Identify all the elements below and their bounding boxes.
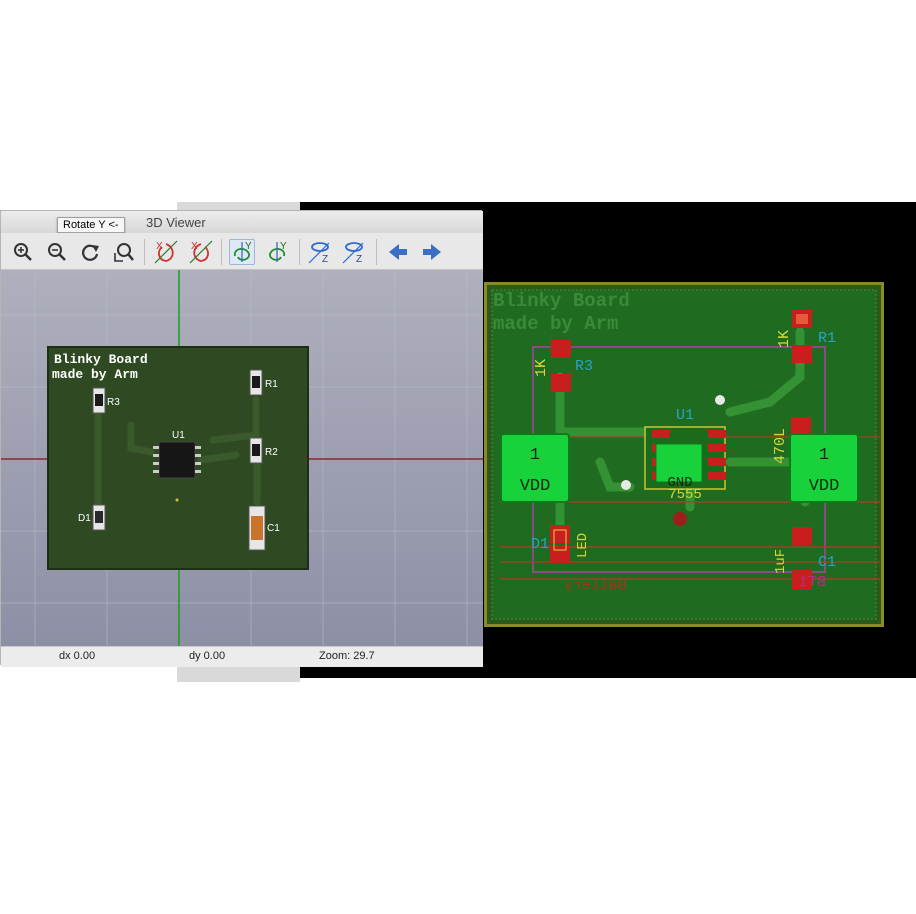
3d-canvas[interactable]: Blinky Board made by Arm U1 R1 R2 R3 D1 … (1, 270, 483, 646)
toolbar-separator (376, 239, 377, 265)
pcb-layout-drawing: Blinky Board made by Arm 1 VDD 1 VDD R1 … (484, 282, 884, 627)
r1-value-label: 1K (776, 330, 793, 348)
zoom-fit-button[interactable] (111, 239, 137, 265)
rotate-x-cw-icon: X (154, 240, 178, 264)
redraw-icon (82, 244, 99, 261)
rotate-y-ccw-icon: Y (269, 241, 287, 262)
svg-text:Z: Z (322, 254, 328, 265)
status-dx: dx 0.00 (59, 650, 96, 662)
svg-text:Y: Y (245, 241, 252, 252)
u1-value-label: 7555 (668, 487, 702, 503)
arrow-left-icon (389, 244, 407, 260)
r3-footprint[interactable] (551, 340, 571, 392)
pad-vdd-left-number: 1 (530, 446, 540, 465)
status-zoom: Zoom: 29.7 (319, 650, 375, 662)
pad-vdd-right[interactable] (789, 433, 859, 503)
window-titlebar[interactable]: 3D Viewer Rotate Y <- (1, 211, 483, 233)
rotate-y-cw-icon: Y (234, 241, 252, 262)
3d-u1-label: U1 (172, 430, 185, 441)
3d-chip-u1 (153, 441, 201, 479)
rotate-y-ccw-button[interactable]: Y (264, 239, 290, 265)
window-title: 3D Viewer (146, 215, 206, 230)
3d-c1-label: C1 (267, 523, 280, 534)
rotate-x-cw-button[interactable]: X (153, 239, 179, 265)
via (621, 480, 631, 490)
zoom-in-icon (14, 243, 32, 261)
rotate-x-ccw-button[interactable]: X (188, 239, 214, 265)
move-right-button[interactable] (419, 239, 445, 265)
pad-vdd-right-net: VDD (809, 477, 840, 496)
pcb-board-title-line2: made by Arm (493, 313, 618, 335)
svg-text:X: X (191, 241, 198, 252)
toolbar-separator (221, 239, 222, 265)
c1-value-label: 1uF (773, 549, 789, 574)
d1-value-label: LED (575, 533, 591, 558)
zoom-fit-icon (114, 243, 134, 262)
3d-d1-label: D1 (78, 513, 91, 524)
via (715, 395, 725, 405)
3d-r3-label: R3 (107, 397, 120, 408)
rotate-z-cw-icon: Z (308, 242, 330, 265)
rotate-z-ccw-button[interactable]: Z (341, 239, 367, 265)
redraw-button[interactable] (78, 239, 104, 265)
u1-footprint[interactable] (644, 426, 726, 526)
3d-viewer-window[interactable]: 3D Viewer Rotate Y <- X X Y Y Z (0, 210, 483, 667)
status-bar: dx 0.00 dy 0.00 Zoom: 29.7 (1, 646, 483, 667)
r2-value-label: 470L (772, 428, 789, 464)
r1-ref-label: R1 (818, 330, 836, 347)
3d-r2-label: R2 (265, 447, 278, 458)
toolbar-separator (144, 239, 145, 265)
toolbar-separator (299, 239, 300, 265)
d1-footprint[interactable] (550, 525, 570, 563)
battery-value-label: Battery (563, 577, 626, 594)
u1-gnd-net-label: GND (667, 475, 692, 491)
rotate-y-cw-button[interactable]: Y (229, 239, 255, 265)
c1-ref-label: C1 (818, 554, 836, 571)
u1-ref-label: U1 (676, 407, 694, 424)
zoom-out-icon (48, 243, 66, 261)
d1-ref-label: D1 (531, 536, 549, 553)
bt1-ref-label: BT1 (799, 574, 826, 591)
arrow-right-icon (423, 244, 441, 260)
c1-bt1-footprint[interactable] (792, 527, 812, 590)
rotate-z-cw-button[interactable]: Z (307, 239, 333, 265)
zoom-out-button[interactable] (44, 239, 70, 265)
svg-text:X: X (156, 241, 163, 252)
zoom-in-button[interactable] (10, 239, 36, 265)
r3-ref-label: R3 (575, 358, 593, 375)
r3-value-label: 1K (533, 359, 550, 377)
rotate-z-ccw-icon: Z (342, 242, 364, 265)
3d-board-title-line2: made by Arm (52, 367, 138, 382)
pcb-editor-canvas[interactable]: Blinky Board made by Arm 1 VDD 1 VDD R1 … (300, 202, 916, 678)
svg-text:Y: Y (280, 241, 287, 252)
3d-r1-label: R1 (265, 379, 278, 390)
pad-vdd-left[interactable] (500, 433, 570, 503)
3d-scene: Blinky Board made by Arm U1 R1 R2 R3 D1 … (1, 270, 483, 646)
r2-footprint[interactable] (791, 417, 811, 433)
rotate-x-ccw-icon: X (189, 240, 213, 264)
pad-vdd-left-net: VDD (520, 477, 551, 496)
3d-board-title-line1: Blinky Board (54, 352, 148, 367)
toolbar: X X Y Y Z Z (1, 233, 483, 270)
pcb-board-title-line1: Blinky Board (493, 290, 630, 312)
status-dy: dy 0.00 (189, 650, 226, 662)
r1-footprint[interactable] (792, 310, 812, 363)
move-left-button[interactable] (385, 239, 411, 265)
tooltip: Rotate Y <- (57, 217, 125, 233)
svg-text:Z: Z (356, 254, 362, 265)
pad-vdd-right-number: 1 (819, 446, 829, 465)
